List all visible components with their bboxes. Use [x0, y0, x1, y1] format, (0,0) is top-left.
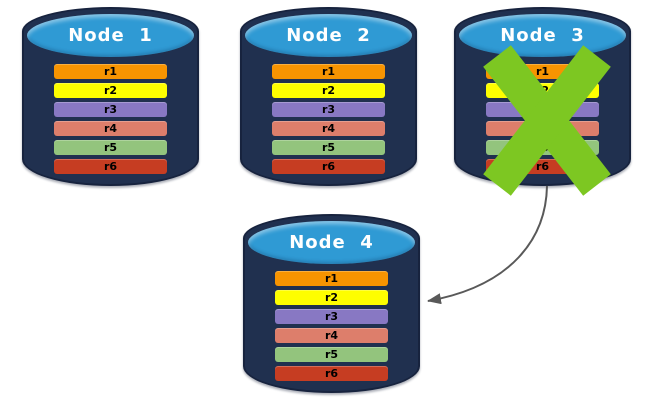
- row-label: r4: [324, 329, 339, 342]
- row-r3: r3: [275, 309, 388, 324]
- cylinder-top: Node 1: [27, 14, 194, 57]
- row-r6: r6: [275, 366, 388, 381]
- row-r1: r1: [272, 64, 385, 79]
- row-r5: r5: [54, 140, 167, 155]
- row-stack: r1 r2 r3 r4 r5 r6: [275, 271, 388, 385]
- row-label: r2: [324, 291, 339, 304]
- row-label: r1: [321, 65, 336, 78]
- row-label: r5: [103, 141, 118, 154]
- row-label: r2: [321, 84, 336, 97]
- row-r2: r2: [54, 83, 167, 98]
- cylinder-top: Node 3: [459, 14, 626, 57]
- row-stack: r1 r2 r3 r4 r5 r6: [272, 64, 385, 178]
- row-r6: r6: [54, 159, 167, 174]
- row-r5: r5: [272, 140, 385, 155]
- row-r2: r2: [275, 290, 388, 305]
- row-label: r6: [321, 160, 336, 173]
- row-label: r1: [324, 272, 339, 285]
- row-r4: r4: [272, 121, 385, 136]
- row-label: r3: [535, 103, 550, 116]
- row-r6: r6: [486, 159, 599, 174]
- failover-arrow: [427, 185, 548, 305]
- row-label: r6: [535, 160, 550, 173]
- row-label: r3: [103, 103, 118, 116]
- row-r4: r4: [54, 121, 167, 136]
- row-r4: r4: [486, 121, 599, 136]
- node-title: Node 3: [500, 24, 585, 46]
- row-r2: r2: [486, 83, 599, 98]
- row-r1: r1: [54, 64, 167, 79]
- cylinder-top: Node 2: [245, 14, 412, 57]
- node-title: Node 2: [286, 24, 371, 46]
- row-label: r2: [535, 84, 550, 97]
- row-r1: r1: [275, 271, 388, 286]
- row-label: r6: [103, 160, 118, 173]
- row-r4: r4: [275, 328, 388, 343]
- row-r3: r3: [486, 102, 599, 117]
- node-4: Node 4 r1 r2 r3 r4 r5 r6: [243, 214, 420, 393]
- row-r6: r6: [272, 159, 385, 174]
- node-title: Node 1: [68, 24, 153, 46]
- row-r3: r3: [54, 102, 167, 117]
- node-1: Node 1 r1 r2 r3 r4 r5 r6: [22, 7, 199, 186]
- row-r2: r2: [272, 83, 385, 98]
- row-stack: r1 r2 r3 r4 r5 r6: [486, 64, 599, 178]
- row-label: r1: [535, 65, 550, 78]
- row-r5: r5: [486, 140, 599, 155]
- row-label: r2: [103, 84, 118, 97]
- node-2: Node 2 r1 r2 r3 r4 r5 r6: [240, 7, 417, 186]
- node-title: Node 4: [289, 231, 374, 253]
- row-r5: r5: [275, 347, 388, 362]
- row-label: r6: [324, 367, 339, 380]
- row-label: r4: [535, 122, 550, 135]
- row-stack: r1 r2 r3 r4 r5 r6: [54, 64, 167, 178]
- row-r3: r3: [272, 102, 385, 117]
- row-label: r3: [321, 103, 336, 116]
- row-label: r5: [535, 141, 550, 154]
- node-3: Node 3 r1 r2 r3 r4 r5 r6: [454, 7, 631, 186]
- row-r1: r1: [486, 64, 599, 79]
- row-label: r4: [321, 122, 336, 135]
- row-label: r1: [103, 65, 118, 78]
- row-label: r5: [324, 348, 339, 361]
- row-label: r3: [324, 310, 339, 323]
- row-label: r5: [321, 141, 336, 154]
- cylinder-top: Node 4: [248, 221, 415, 264]
- row-label: r4: [103, 122, 118, 135]
